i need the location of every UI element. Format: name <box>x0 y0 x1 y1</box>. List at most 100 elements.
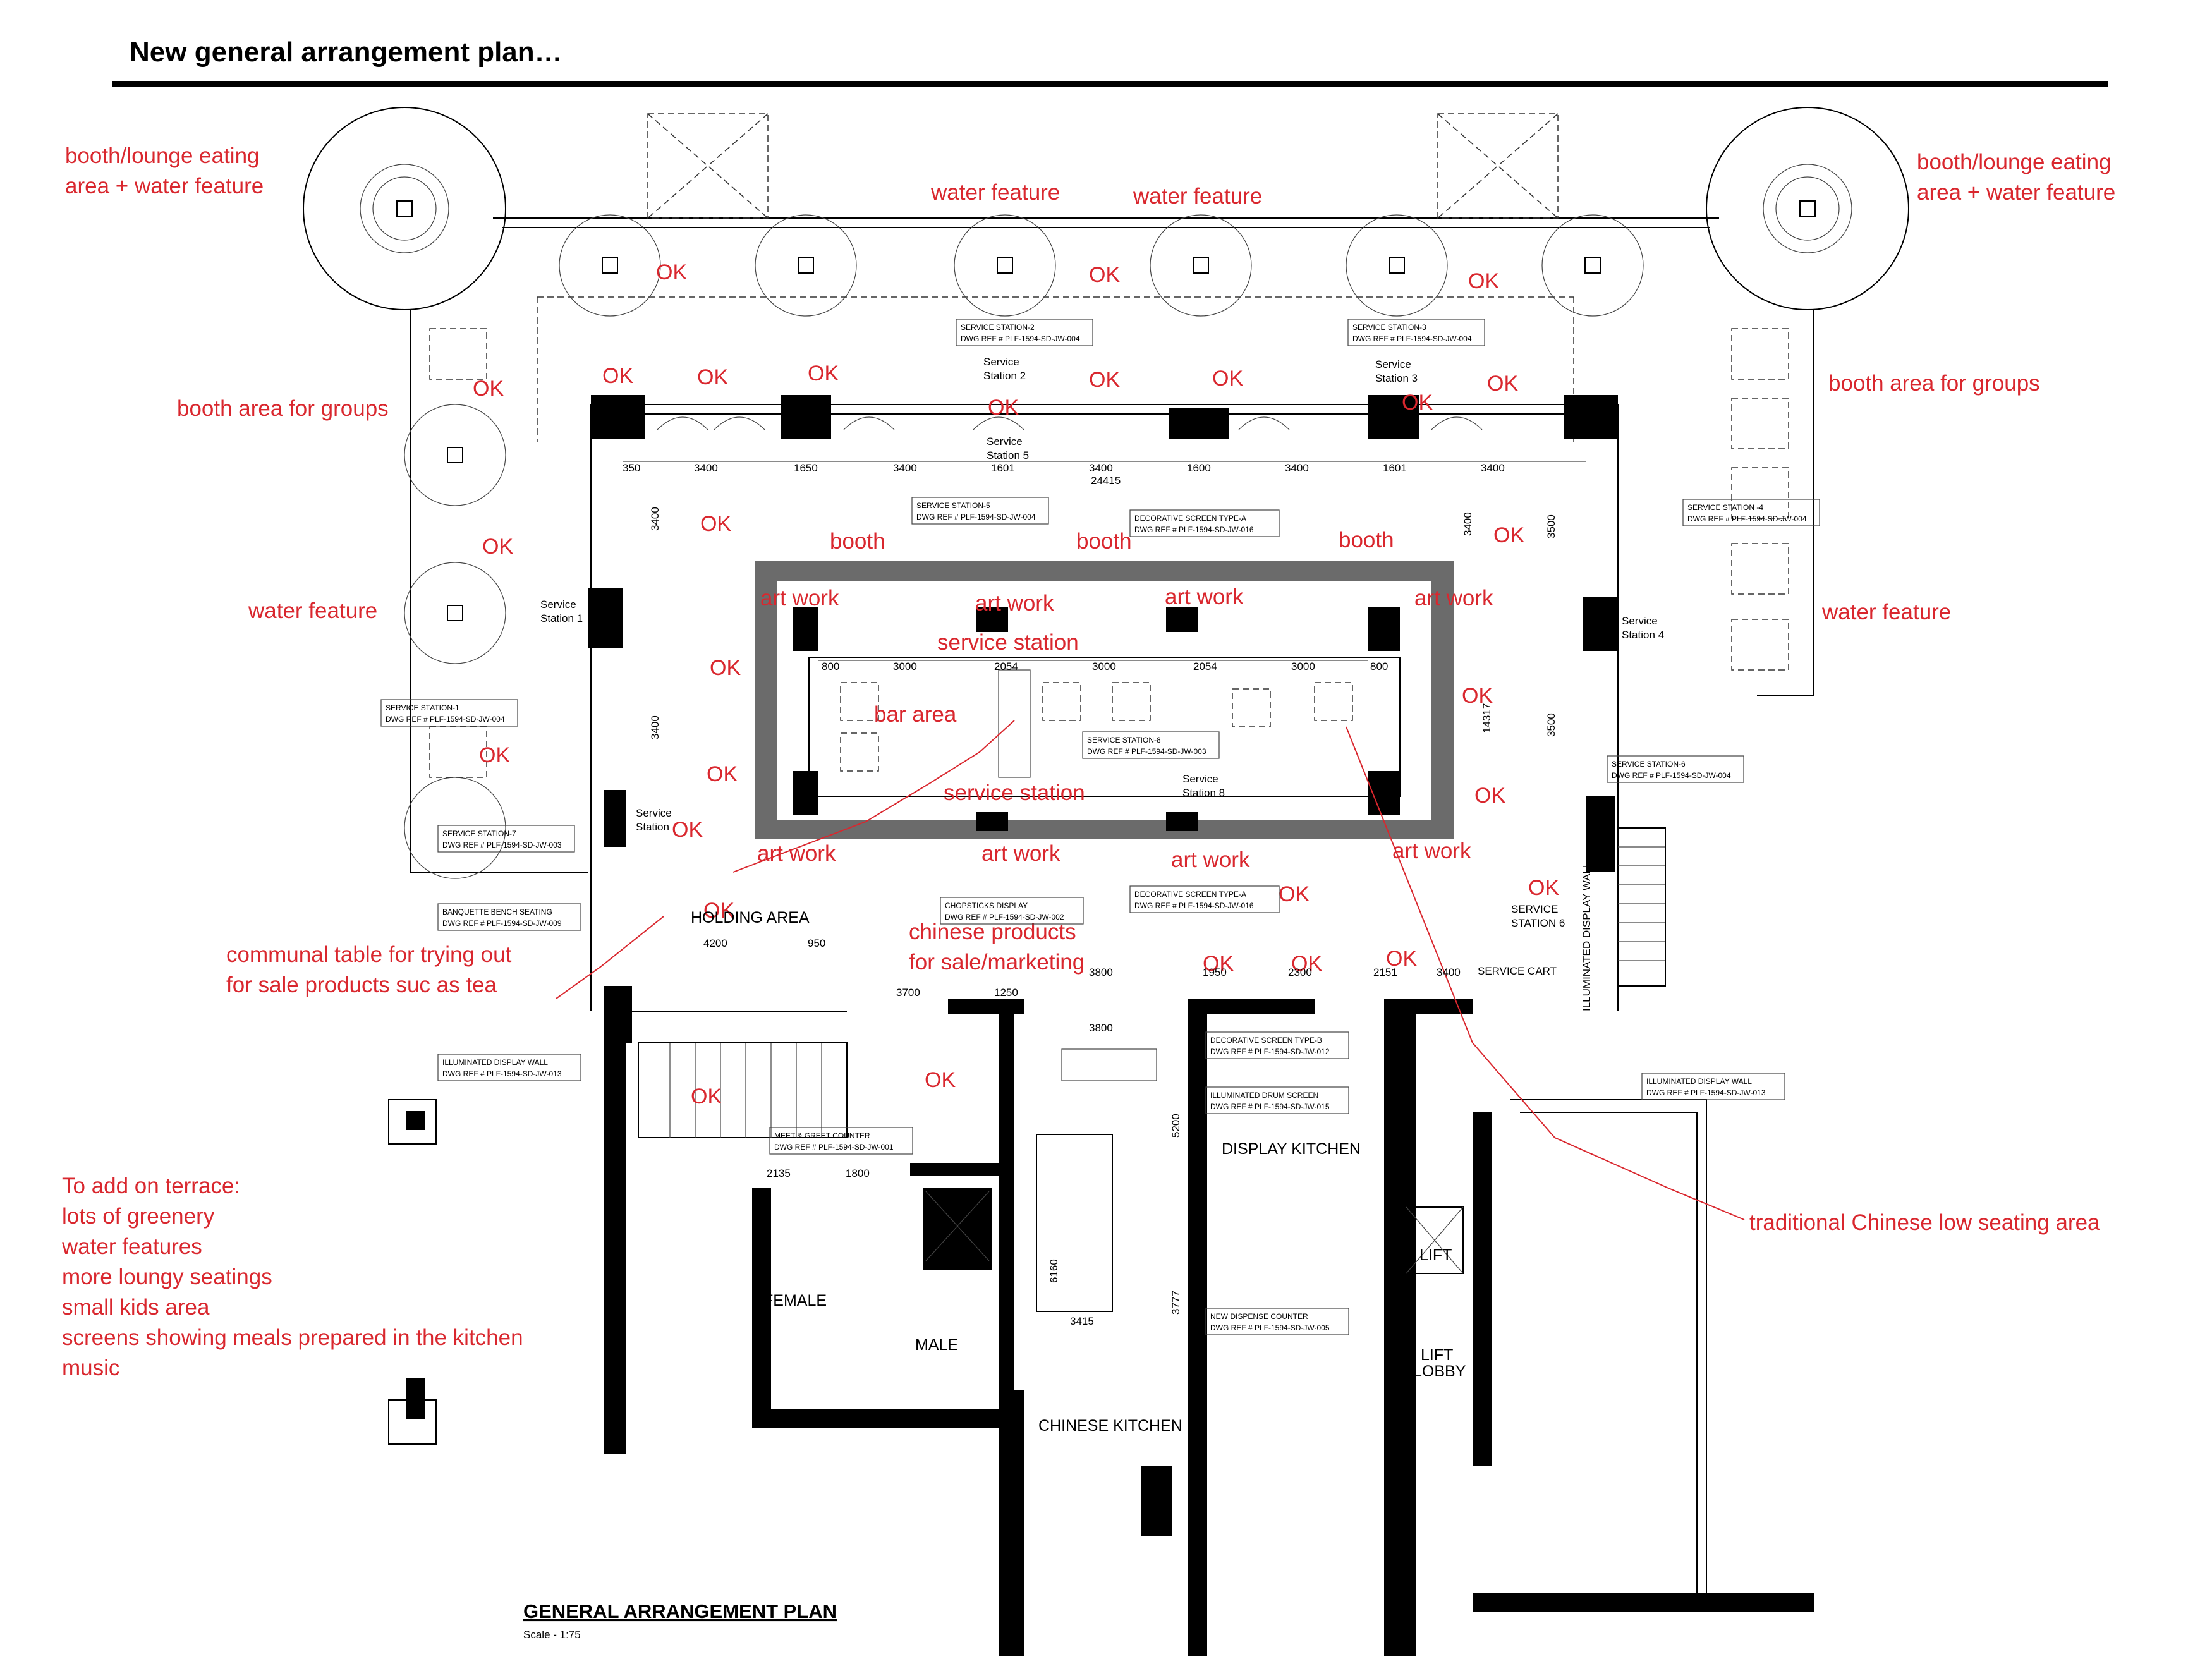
label-service-station-4: Station 4 <box>1622 629 1664 641</box>
dimension: 5200 <box>1170 1114 1182 1138</box>
ok-mark: OK <box>808 362 839 386</box>
ok-mark: OK <box>672 818 703 842</box>
dimension: 3415 <box>1070 1315 1094 1327</box>
dimension: 6160 <box>1048 1259 1060 1283</box>
ok-marks: OK OK OK OK OK OK OK OK OK OK OK OK OK O… <box>473 260 1559 1109</box>
tag-illuminated-display-right: DWG REF # PLF-1594-SD-JW-013 <box>1646 1088 1766 1097</box>
ok-mark: OK <box>707 762 738 786</box>
tag-dispense-counter: NEW DISPENSE COUNTER <box>1210 1312 1308 1321</box>
terrace-note: water features <box>61 1234 202 1259</box>
note-water-feature-top-1: water feature <box>930 180 1060 205</box>
tag-drum-screen: DWG REF # PLF-1594-SD-JW-015 <box>1210 1102 1330 1111</box>
label-service-station-8: Service <box>1182 773 1218 785</box>
ok-mark: OK <box>1402 391 1433 415</box>
tag-service-station-1: SERVICE STATION-1 <box>386 703 459 712</box>
terrace-note: lots of greenery <box>62 1204 215 1229</box>
tag-meet-greet: DWG REF # PLF-1594-SD-JW-001 <box>774 1143 894 1152</box>
note-chinese-products-2: for sale/marketing <box>909 950 1085 975</box>
label-lift-lobby-2: LOBBY <box>1413 1363 1466 1380</box>
ok-mark: OK <box>473 377 504 401</box>
dimension: 1950 <box>1203 966 1227 978</box>
note-booth-lounge-right-2: area + water feature <box>1917 180 2115 205</box>
dimension: 2054 <box>1193 660 1217 672</box>
top-booth-row <box>559 214 1644 317</box>
drawing-scale: Scale - 1:75 <box>523 1629 581 1641</box>
dimension: 3777 <box>1170 1291 1182 1315</box>
ok-mark: OK <box>482 535 513 559</box>
label-chinese-kitchen: CHINESE KITCHEN <box>1038 1417 1182 1435</box>
note-booth-groups-left: booth area for groups <box>177 396 389 421</box>
note-art-work-1: art work <box>760 586 839 611</box>
note-water-feature-right: water feature <box>1821 600 1951 624</box>
tag-service-station-4: SERVICE STATION -4 <box>1687 503 1763 512</box>
note-service-station-top: service station <box>937 630 1079 655</box>
note-service-station-bottom: service station <box>944 781 1085 805</box>
note-water-feature-top-2: water feature <box>1133 184 1262 209</box>
note-art-work-7: art work <box>1171 848 1250 872</box>
label-male: MALE <box>915 1336 958 1354</box>
dimension: 3500 <box>1545 713 1557 737</box>
ok-mark: OK <box>925 1068 956 1092</box>
terrace-notes: To add on terrace: lots of greenery wate… <box>61 1174 523 1380</box>
label-service-station-2: Service <box>983 356 1019 368</box>
tag-deco-screen-a-top: DECORATIVE SCREEN TYPE-A <box>1134 514 1246 523</box>
tag-banquette: DWG REF # PLF-1594-SD-JW-009 <box>442 919 562 928</box>
dimension: 3700 <box>896 987 920 999</box>
title-rule <box>112 81 2108 87</box>
label-service-cart: SERVICE CART <box>1478 965 1557 977</box>
label-service-station-2: Station 2 <box>983 370 1026 382</box>
ok-mark: OK <box>1212 367 1243 391</box>
tag-service-station-3: SERVICE STATION-3 <box>1352 323 1426 332</box>
note-chinese-products-1: chinese products <box>909 920 1076 944</box>
label-service-station-5: Service <box>987 435 1023 447</box>
dimension: 2300 <box>1288 966 1312 978</box>
dimension: 3400 <box>1437 966 1461 978</box>
tag-illuminated-display-left: DWG REF # PLF-1594-SD-JW-013 <box>442 1069 562 1078</box>
tag-dispense-counter: DWG REF # PLF-1594-SD-JW-005 <box>1210 1323 1330 1332</box>
tag-service-station-8: SERVICE STATION-8 <box>1087 736 1161 744</box>
tag-chopsticks: DWG REF # PLF-1594-SD-JW-002 <box>945 913 1064 921</box>
dimension: 3400 <box>649 715 661 739</box>
label-service-station-5: Station 5 <box>987 449 1029 461</box>
tag-service-station-5: SERVICE STATION-5 <box>916 501 990 510</box>
lower-building <box>388 827 1814 1656</box>
ok-mark: OK <box>703 899 734 923</box>
dimension: 4200 <box>703 937 727 949</box>
label-service-station-6: STATION 6 <box>1511 917 1565 929</box>
note-booth-lounge-left-1: booth/lounge eating <box>65 143 260 168</box>
tag-meet-greet: MEET & GREET COUNTER <box>774 1131 870 1140</box>
ok-mark: OK <box>1493 523 1524 547</box>
label-lift-lobby-1: LIFT <box>1421 1346 1453 1364</box>
label-service-station-1: Service <box>540 599 576 611</box>
note-art-work-5: art work <box>757 841 836 866</box>
dimension: 3800 <box>1089 1022 1113 1034</box>
dimension: 1250 <box>994 987 1018 999</box>
ok-mark: OK <box>1468 269 1499 293</box>
right-group-tables <box>1731 328 1789 671</box>
label-service-station-1: Station 1 <box>540 612 583 624</box>
dimension: 2054 <box>994 660 1018 672</box>
note-art-work-8: art work <box>1392 839 1471 863</box>
room-labels: HOLDING AREA DISPLAY KITCHEN CHINESE KIT… <box>523 909 1466 1641</box>
tag-service-station-4: DWG REF # PLF-1594-SD-JW-004 <box>1687 514 1807 523</box>
note-booth-lounge-right-1: booth/lounge eating <box>1917 150 2112 174</box>
lounge-water-feature-left <box>360 164 449 253</box>
dimension: 1601 <box>991 462 1015 474</box>
label-service-station-7: Station <box>636 821 669 833</box>
ok-mark: OK <box>1474 784 1505 808</box>
terrace-note: screens showing meals prepared in the ki… <box>62 1325 523 1350</box>
ok-mark: OK <box>1462 684 1493 708</box>
tag-service-station-7: DWG REF # PLF-1594-SD-JW-003 <box>442 841 562 849</box>
dimension: 3400 <box>649 507 661 531</box>
dimension: 3400 <box>694 462 718 474</box>
label-lift: LIFT <box>1419 1246 1452 1264</box>
tag-service-station-2: SERVICE STATION-2 <box>961 323 1035 332</box>
note-booth-2: booth <box>1076 529 1132 554</box>
label-service-station-6: SERVICE <box>1511 903 1558 915</box>
dimension: 3000 <box>1291 660 1315 672</box>
tag-service-station-6: DWG REF # PLF-1594-SD-JW-004 <box>1612 771 1731 780</box>
tag-deco-screen-b: DECORATIVE SCREEN TYPE-B <box>1210 1036 1322 1045</box>
dimension: 2151 <box>1373 966 1397 978</box>
tag-service-station-1: DWG REF # PLF-1594-SD-JW-004 <box>386 715 505 724</box>
